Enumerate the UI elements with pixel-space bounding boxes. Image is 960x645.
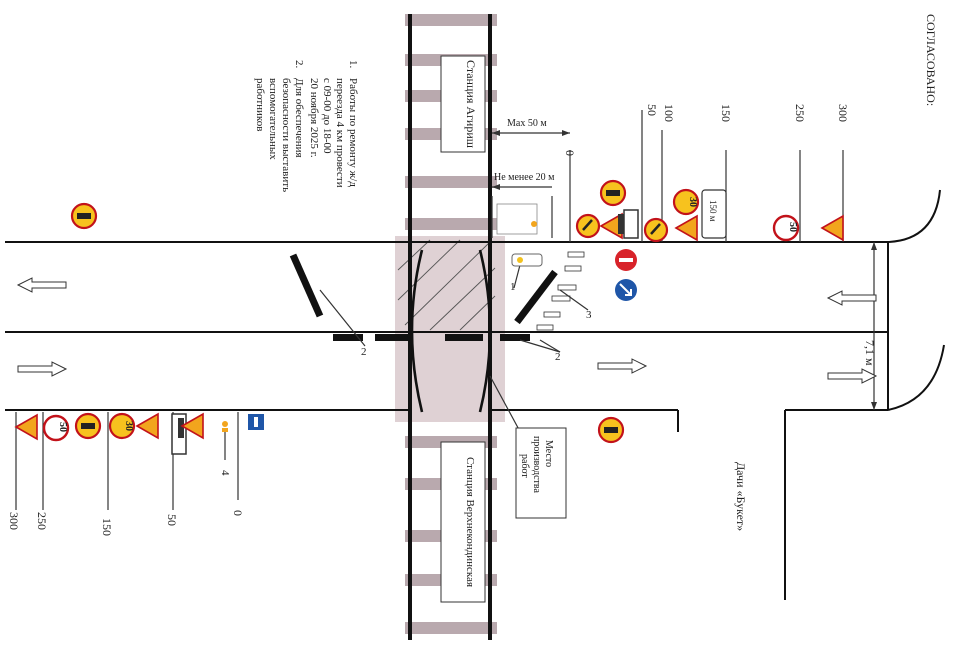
note-2-num: 2. (293, 60, 305, 69)
speed-50-top-text: 50 (787, 222, 798, 232)
work-zone-fill (395, 236, 505, 422)
traffic-light-icon (511, 253, 543, 267)
top-distance-250: 250 (793, 104, 807, 122)
speed-limit-50-sign-icon: 50 (42, 414, 70, 442)
station-north-box (440, 55, 486, 153)
note-1-line-4: 20 ноября 2025 г. (308, 78, 320, 158)
warning-triangle-icon (575, 213, 601, 239)
note-2-line-2: безопасности выставить (280, 78, 292, 192)
warning-triangle-icon (14, 413, 38, 441)
callout-2-right: 2 (555, 351, 561, 363)
top-distance-0: 0 (563, 150, 577, 156)
keep-right-sign-icon (615, 279, 637, 301)
bottom-distance-150: 150 (100, 518, 114, 536)
warning-triangle-icon (643, 217, 669, 243)
dachi-label: Дачи «Букет» (734, 462, 748, 531)
no-entry-sign-icon (615, 249, 637, 271)
warning-triangle-icon (674, 214, 698, 242)
speed-30-bottom-text: 30 (123, 421, 134, 431)
bottom-distance-0: 0 (231, 510, 245, 516)
top-distance-300: 300 (836, 104, 850, 122)
speed-30-top-text: 30 (687, 197, 698, 207)
note-1-line-2: переезда 4 км провести (334, 78, 346, 188)
bottom-distance-50: 50 (165, 514, 179, 526)
note-2-line-4: работников (254, 78, 266, 131)
note-1-line-1: Работы по ремонту ж/д (347, 78, 359, 187)
callout-2-left: 2 (361, 346, 367, 358)
road-works-sign-icon (599, 179, 627, 207)
note-1-line-3: с 09-00 до 18-00 (321, 78, 333, 154)
distance-plate-150-icon: 150 м (701, 189, 727, 239)
top-distance-150: 150 (719, 104, 733, 122)
work-zone-line-3: работ (519, 454, 530, 478)
work-zone-box (515, 427, 567, 519)
lane-markers (536, 251, 585, 331)
speed-limit-50-sign-icon: 50 (772, 214, 800, 242)
callout-1: 1 (510, 281, 516, 293)
station-south-box (440, 441, 486, 603)
top-distance-100: 100 (662, 104, 676, 122)
work-zone-line-1: Место (543, 440, 554, 467)
min-20-label: Не менее 20 м (494, 172, 555, 183)
approval-header: СОГЛАСОВАНО: (924, 14, 938, 106)
bottom-distance-markers: 300 250 150 50 0 (7, 412, 245, 536)
top-distance-50: 50 (645, 104, 659, 116)
station-south: Станция Верхнекондинская (464, 457, 476, 587)
bottom-distance-250: 250 (35, 512, 49, 530)
max-50-label: Max 50 м (507, 118, 547, 129)
work-zone-line-2: производства (531, 436, 542, 494)
callout-4-bottom: 4 (219, 470, 231, 476)
worker-icon (496, 203, 538, 235)
barriers (289, 253, 558, 341)
railway-rails (408, 14, 492, 640)
notes: 1. Работы по ремонту ж/д переезда 4 км п… (254, 60, 359, 192)
road-works-sign-icon (70, 202, 98, 230)
callout-3: 3 (586, 309, 592, 321)
plate-150-text: 150 м (708, 200, 718, 222)
road-width-label: 7,1 м (863, 340, 877, 366)
warning-triangle-icon (820, 214, 844, 242)
station-north: Станция Агириш (464, 60, 478, 149)
speed-limit-30-sign-icon: 30 (672, 188, 700, 216)
road-works-sign-icon (597, 416, 625, 444)
road-lines (5, 189, 945, 600)
road-works-sign-icon (74, 412, 102, 440)
dimension-lines: Max 50 м Не менее 20 м 7,1 м (491, 118, 877, 410)
note-2-line-3: вспомогательных (267, 78, 279, 160)
speed-limit-30-sign-icon: 30 (108, 412, 136, 440)
bottom-distance-300: 300 (7, 512, 21, 530)
worker-bottom-icon (222, 421, 228, 432)
dead-end-sign-icon (248, 414, 264, 430)
note-1-num: 1. (347, 60, 359, 69)
speed-50-bottom-text: 50 (57, 422, 68, 432)
warning-triangle-icon (135, 412, 159, 440)
warning-triangle-icon (180, 412, 204, 440)
note-2-line-1: Для обеспечения (293, 78, 305, 158)
barrier-icon (171, 413, 187, 455)
direction-arrows (16, 277, 878, 384)
barrier-icon (618, 209, 639, 239)
